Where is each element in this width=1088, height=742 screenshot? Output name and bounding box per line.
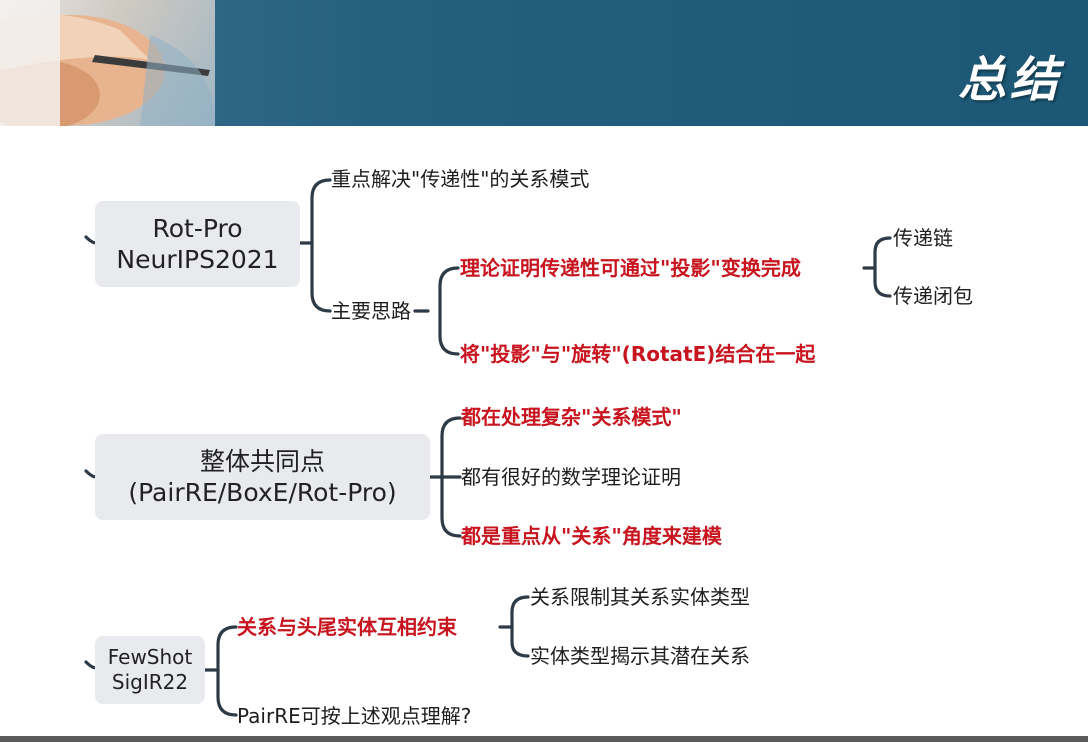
branch-label-emphasis: 都是重点从"关系"角度来建模 — [461, 524, 722, 548]
branch-label: PairRE可按上述观点理解? — [237, 704, 472, 728]
bottom-edge — [0, 736, 1088, 742]
page-title: 总结 — [957, 52, 1062, 108]
branch-label: 主要思路 — [331, 299, 411, 323]
header-banner: 总结 — [0, 0, 1088, 126]
branch-label-emphasis: 都在处理复杂"关系模式" — [461, 405, 682, 429]
node-line: Rot-Pro — [152, 213, 243, 243]
node-common-points: 整体共同点 (PairRE/BoxE/Rot-Pro) — [95, 434, 430, 520]
leaf-label: 传递链 — [893, 226, 953, 250]
header-photo-hand-pen — [0, 0, 215, 126]
node-line: SigIR22 — [111, 670, 189, 694]
node-line: 整体共同点 — [199, 446, 325, 476]
node-line: FewShot — [107, 645, 193, 669]
node-line: (PairRE/BoxE/Rot-Pro) — [128, 478, 397, 507]
leaf-label: 关系限制其关系实体类型 — [530, 585, 750, 609]
branch-label-emphasis: 将"投影"与"旋转"(RotatE)结合在一起 — [460, 342, 816, 366]
branch-label-emphasis: 理论证明传递性可通过"投影"变换完成 — [460, 256, 801, 280]
leaf-label: 实体类型揭示其潜在关系 — [530, 644, 750, 668]
branch-label-emphasis: 关系与头尾实体互相约束 — [237, 615, 457, 639]
branch-label: 都有很好的数学理论证明 — [461, 465, 681, 489]
branch-label: 重点解决"传递性"的关系模式 — [331, 167, 590, 191]
node-rot-pro: Rot-Pro NeurIPS2021 — [95, 201, 300, 287]
leaf-label: 传递闭包 — [893, 284, 973, 308]
node-line: NeurIPS2021 — [116, 245, 279, 274]
node-fewshot: FewShot SigIR22 — [95, 636, 205, 704]
